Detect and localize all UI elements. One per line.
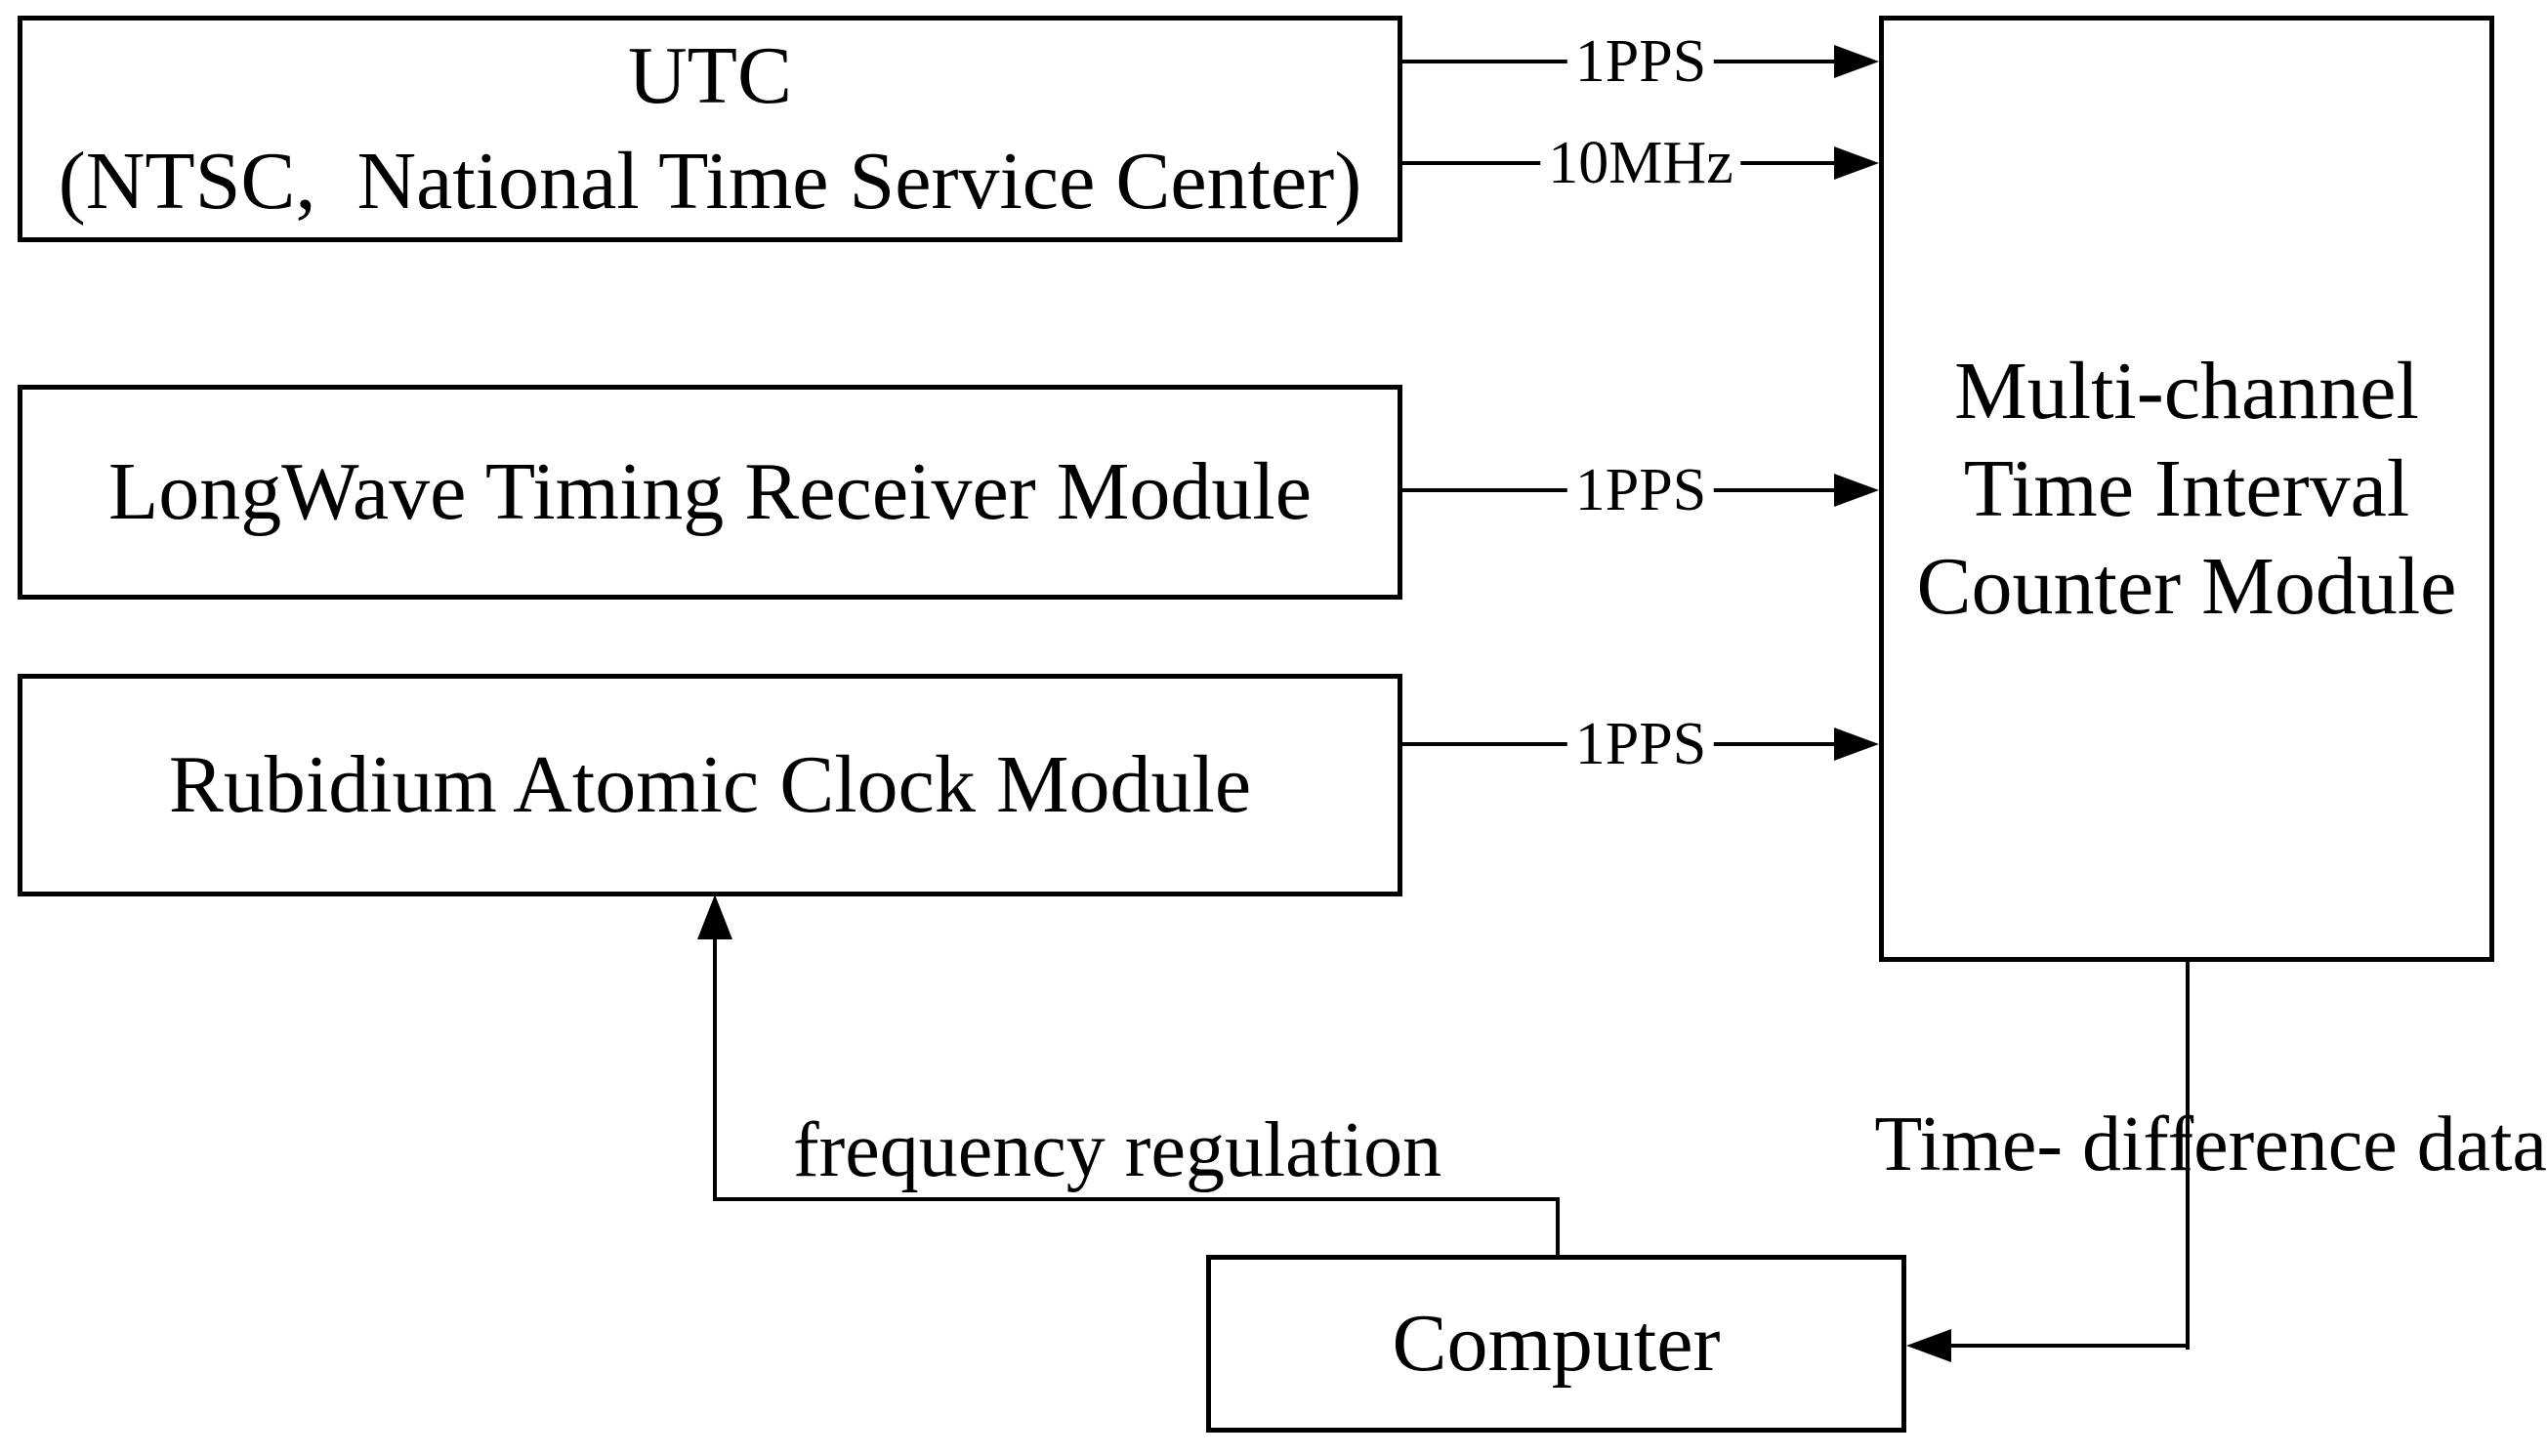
counter-module-label-line1: Multi-channel [1954,345,2419,437]
rubidium-clock-box: Rubidium Atomic Clock Module [18,674,1402,896]
frequency-regulation-horizontal-line [713,1197,1560,1201]
frequency-regulation-annotation: frequency regulation [793,1107,1442,1193]
longwave-receiver-box: LongWave Timing Receiver Module [18,385,1402,600]
counter-module-label-line3: Counter Module [1916,540,2457,632]
utc-box: UTC (NTSC, National Time Service Center) [18,16,1402,242]
longwave-1pps-arrowhead-right-icon [1834,474,1879,507]
utc-box-subtitle: (NTSC, National Time Service Center) [58,136,1362,227]
rubidium-clock-label: Rubidium Atomic Clock Module [168,739,1252,830]
counter-module-box: Multi-channel Time Interval Counter Modu… [1879,16,2494,962]
longwave-1pps-label: 1PPS [1566,460,1715,520]
computer-box: Computer [1206,1255,1906,1433]
longwave-receiver-label: LongWave Timing Receiver Module [107,446,1313,537]
frequency-regulation-arrowhead-up-icon [697,894,732,939]
rubidium-1pps-label: 1PPS [1566,714,1715,774]
time-difference-annotation: Time- difference data [1874,1102,2547,1187]
frequency-regulation-vertical-line [713,937,717,1201]
utc-box-title: UTC [628,30,792,121]
frequency-regulation-drop-line [1556,1199,1560,1257]
computer-label: Computer [1392,1298,1721,1389]
rubidium-1pps-arrowhead-right-icon [1834,728,1879,761]
time-difference-vertical-line [2186,962,2190,1350]
time-difference-arrowhead-left-icon [1906,1329,1951,1362]
utc-1pps-arrowhead-right-icon [1834,45,1879,78]
utc-10mhz-label: 10MHz [1540,133,1741,193]
time-difference-horizontal-line [1949,1344,2190,1348]
utc-10mhz-arrowhead-right-icon [1834,146,1879,180]
counter-module-label-line2: Time Interval [1963,442,2410,534]
utc-1pps-label: 1PPS [1566,31,1715,92]
